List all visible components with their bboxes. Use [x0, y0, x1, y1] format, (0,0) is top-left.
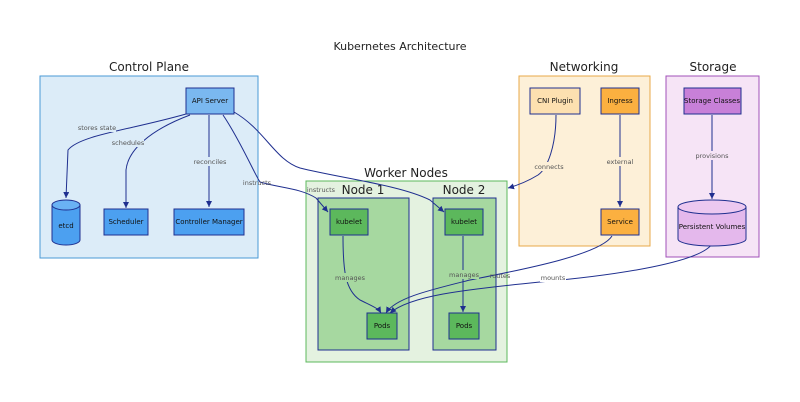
kubelet-node-1[interactable]: kubelet	[329, 208, 369, 236]
edge-label-manages-1: manages	[335, 273, 366, 282]
svg-text:connects: connects	[534, 163, 564, 171]
control-plane-title: Control Plane	[109, 60, 189, 74]
svg-text:Controller Manager: Controller Manager	[175, 218, 242, 226]
edge-label-external: external	[606, 157, 634, 166]
edge-api-kubelet2	[233, 111, 445, 213]
edge-label-provisions: provisions	[695, 151, 729, 160]
svg-text:instructs: instructs	[307, 186, 336, 194]
controller-manager-node[interactable]: Controller Manager	[173, 208, 245, 236]
svg-text:instructs: instructs	[243, 179, 272, 187]
svg-text:external: external	[607, 158, 634, 166]
svg-text:reconciles: reconciles	[194, 158, 227, 166]
svg-text:CNI Plugin: CNI Plugin	[537, 97, 573, 105]
edge-api-etcd	[63, 113, 187, 199]
kubelet-node-2[interactable]: kubelet	[444, 208, 484, 236]
svg-text:routes: routes	[490, 272, 511, 280]
svg-text:manages: manages	[335, 274, 366, 282]
edge-label-manages-2: manages	[449, 270, 480, 279]
svg-text:Pods: Pods	[374, 322, 391, 330]
networking-title: Networking	[550, 60, 619, 74]
edge-label-stores-state: stores state	[78, 123, 116, 132]
etcd-node[interactable]: etcd	[51, 199, 81, 246]
svg-text:Pods: Pods	[456, 322, 473, 330]
edge-api-kubelet1	[222, 114, 329, 213]
edge-cni-worker	[507, 114, 557, 190]
node1-title: Node 1	[342, 183, 385, 197]
diagram-title: Kubernetes Architecture	[333, 40, 466, 53]
svg-text:Scheduler: Scheduler	[108, 218, 143, 226]
svg-text:Persistent Volumes: Persistent Volumes	[679, 223, 746, 231]
edge-label-reconciles: reconciles	[194, 157, 227, 166]
edge-label-mounts: mounts	[540, 273, 566, 282]
svg-text:Storage Classes: Storage Classes	[684, 97, 740, 105]
scheduler-node[interactable]: Scheduler	[103, 208, 149, 236]
persistent-volumes-node[interactable]: Persistent Volumes	[677, 199, 747, 247]
worker-nodes-title: Worker Nodes	[364, 166, 448, 180]
svg-text:Ingress: Ingress	[607, 97, 633, 105]
edge-label-schedules: schedules	[112, 138, 145, 147]
pods-node-2[interactable]: Pods	[448, 312, 480, 340]
svg-text:manages: manages	[449, 271, 480, 279]
pods-node-1[interactable]: Pods	[366, 312, 398, 340]
svg-text:kubelet: kubelet	[336, 218, 362, 226]
service-node[interactable]: Service	[600, 208, 640, 236]
svg-text:provisions: provisions	[696, 152, 730, 160]
svg-text:schedules: schedules	[112, 139, 145, 147]
svg-text:Service: Service	[607, 218, 633, 226]
svg-text:kubelet: kubelet	[451, 218, 477, 226]
storage-classes-node[interactable]: Storage Classes	[683, 87, 742, 115]
edge-kubelet1-pods1	[342, 235, 382, 314]
ingress-node[interactable]: Ingress	[600, 87, 640, 115]
edge-label-instructs-2: instructs	[307, 186, 336, 194]
svg-text:API Server: API Server	[192, 97, 228, 105]
edge-label-instructs-1: instructs	[243, 179, 272, 187]
cni-plugin-node[interactable]: CNI Plugin	[529, 87, 581, 115]
svg-text:etcd: etcd	[58, 222, 73, 230]
storage-title: Storage	[690, 60, 737, 74]
node2-title: Node 2	[443, 183, 486, 197]
svg-text:stores state: stores state	[78, 124, 116, 132]
svg-text:mounts: mounts	[541, 274, 566, 282]
edge-label-connects: connects	[534, 162, 564, 171]
api-server-node[interactable]: API Server	[185, 87, 235, 115]
edge-label-routes: routes	[490, 272, 511, 280]
